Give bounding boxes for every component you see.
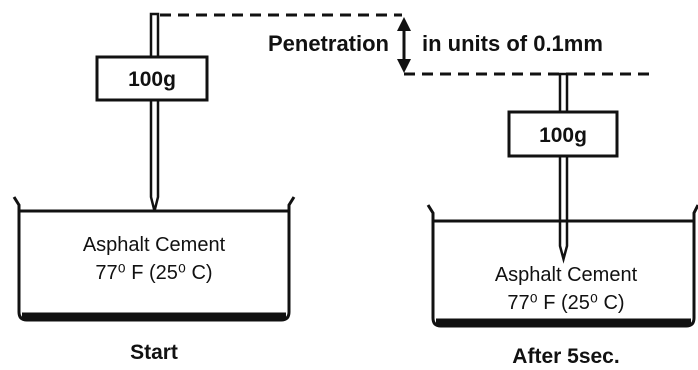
units-label: in units of 0.1mm bbox=[422, 31, 603, 56]
start-weight-box bbox=[95, 55, 209, 102]
penetration-label: Penetration bbox=[268, 31, 389, 56]
start-apparatus: 100g Asphalt Cement 77⁰ F (25⁰ C) Start bbox=[12, 12, 296, 364]
after-container bbox=[426, 204, 698, 328]
penetration-annotation: Penetration in units of 0.1mm bbox=[160, 13, 652, 76]
after-material-label: Asphalt Cement bbox=[495, 264, 638, 286]
after-apparatus: 100g Asphalt Cement 77⁰ F (25⁰ C) After … bbox=[426, 72, 698, 368]
start-needle-upper bbox=[149, 12, 160, 59]
start-caption: Start bbox=[130, 341, 178, 364]
after-needle-upper bbox=[558, 72, 569, 114]
after-weight-box bbox=[507, 110, 619, 158]
after-caption: After 5sec. bbox=[512, 345, 619, 368]
start-material-label: Asphalt Cement bbox=[83, 234, 226, 256]
after-weight-label: 100g bbox=[539, 124, 587, 147]
start-needle-lower bbox=[149, 100, 160, 212]
start-weight-label: 100g bbox=[128, 68, 176, 91]
penetration-double-arrow bbox=[397, 17, 411, 73]
after-needle-lower bbox=[558, 156, 569, 264]
after-temperature-label: 77⁰ F (25⁰ C) bbox=[507, 292, 624, 314]
start-container bbox=[12, 196, 296, 322]
start-temperature-label: 77⁰ F (25⁰ C) bbox=[95, 262, 212, 284]
